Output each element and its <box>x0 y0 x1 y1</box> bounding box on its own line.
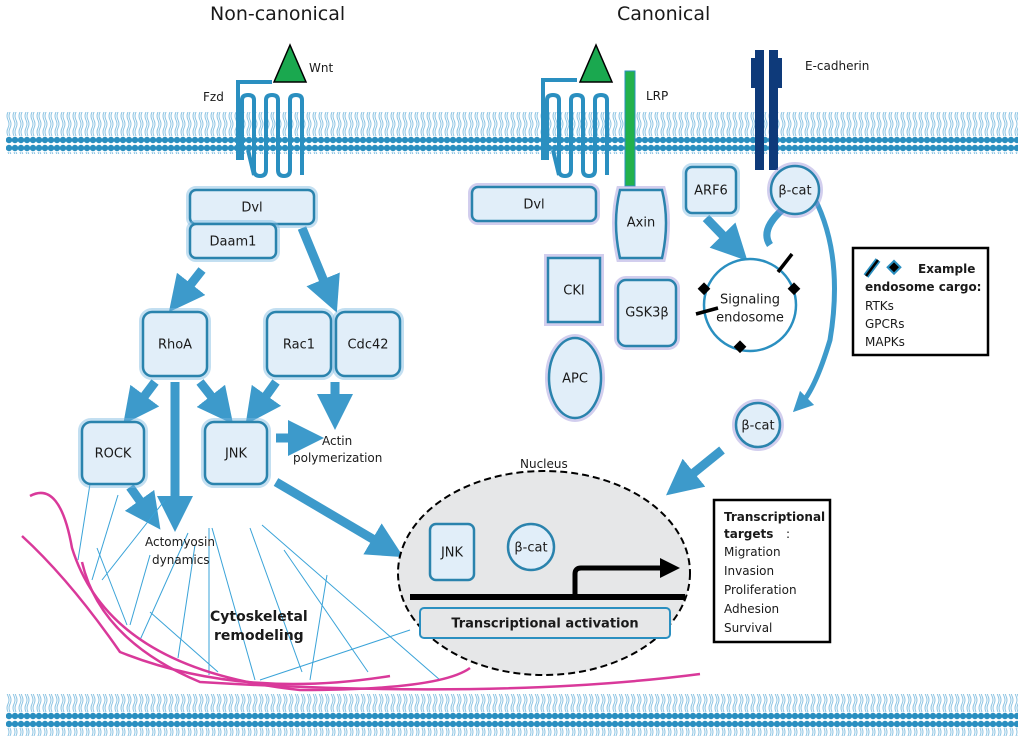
node-arf6: ARF6 <box>682 163 740 217</box>
node-bcat-membrane: β-cat <box>767 162 823 218</box>
svg-text:Daam1: Daam1 <box>210 235 257 250</box>
lrp-label: LRP <box>646 89 668 103</box>
svg-text:GPCRs: GPCRs <box>865 317 905 331</box>
node-jnk: JNK <box>201 418 271 488</box>
arrow-bcat-release <box>792 188 837 413</box>
arrow-jnk-nucleus <box>273 478 404 558</box>
cytoskeletal-label-2: remodeling <box>214 628 304 644</box>
node-bcat-cytoplasm: β-cat <box>732 399 784 451</box>
title-noncanonical: Non-canonical <box>210 3 345 25</box>
svg-text:targets: targets <box>724 527 773 541</box>
svg-text:ARF6: ARF6 <box>694 184 728 199</box>
fzd-receptor-canonical <box>541 78 609 179</box>
svg-text:Transcriptional: Transcriptional <box>724 510 825 524</box>
svg-text:JNK: JNK <box>440 546 464 561</box>
arrow-dvl-rac1 <box>297 226 340 313</box>
svg-text:β-cat: β-cat <box>741 419 774 434</box>
noncanonical-arrows <box>123 226 404 558</box>
svg-text:JNK: JNK <box>224 447 248 462</box>
svg-text:MAPKs: MAPKs <box>865 335 905 349</box>
svg-text:endosome cargo:: endosome cargo: <box>865 280 981 294</box>
nucleus-bcat: β-cat <box>506 522 556 572</box>
svg-text:endosome: endosome <box>716 311 784 326</box>
svg-text:RhoA: RhoA <box>158 338 192 353</box>
node-apc: APC <box>545 334 605 422</box>
arrow-rac1-jnk <box>245 379 282 425</box>
plasma-membrane-bottom <box>6 694 1018 736</box>
svg-text:GSK3β: GSK3β <box>625 306 668 321</box>
svg-text:Signaling: Signaling <box>720 293 780 308</box>
svg-text:RTKs: RTKs <box>865 299 894 313</box>
svg-text:ROCK: ROCK <box>95 447 132 462</box>
e-cadherin-receptor <box>751 50 782 170</box>
node-rock: ROCK <box>78 418 148 488</box>
arrow-rhoa-jnk <box>196 379 234 425</box>
signaling-endosome: Signaling endosome <box>695 252 801 354</box>
wnt-ligand-noncanonical <box>272 43 308 83</box>
canonical-arrows <box>666 188 837 496</box>
node-cdc42: Cdc42 <box>332 308 404 380</box>
arrow-rhoa-rock <box>123 379 160 425</box>
arrow-arf6-endosome <box>702 214 748 261</box>
fzd-receptor-noncanonical <box>236 80 304 179</box>
legend-transcriptional-targets: Transcriptional targets : Migration Inva… <box>712 498 832 644</box>
arc-bcat-endosome <box>763 207 785 247</box>
arrow-daam1-rhoa <box>168 267 206 313</box>
svg-text:Adhesion: Adhesion <box>724 602 779 616</box>
plasma-membrane-top <box>6 112 1018 154</box>
actomyosin-label-1: Actomyosin <box>145 535 215 549</box>
fzd-label: Fzd <box>203 90 224 104</box>
diamond-legend-icon <box>886 259 902 276</box>
node-axin: Axin <box>612 186 670 262</box>
svg-text:CKI: CKI <box>563 284 584 299</box>
node-rhoa: RhoA <box>139 308 211 380</box>
svg-text:Axin: Axin <box>627 216 655 231</box>
node-cki: CKI <box>544 254 604 326</box>
title-canonical: Canonical <box>617 3 710 25</box>
nucleus: Nucleus JNK β-cat Transcriptional activa… <box>397 457 691 676</box>
node-dvl-canonical: Dvl <box>468 183 600 225</box>
node-daam1: Daam1 <box>186 220 280 262</box>
actin-fibers <box>21 491 701 692</box>
svg-text:APC: APC <box>562 372 588 387</box>
rtk-cargo-icon <box>695 306 719 316</box>
node-rac1: Rac1 <box>263 308 335 380</box>
svg-text:Rac1: Rac1 <box>283 338 315 353</box>
rtk-cargo-icon <box>776 252 794 274</box>
svg-text:Dvl: Dvl <box>241 201 262 216</box>
svg-text:β-cat: β-cat <box>514 541 547 556</box>
cytoskeleton-filaments <box>77 483 441 681</box>
wnt-ligand-canonical <box>578 43 614 83</box>
wnt-label: Wnt <box>309 61 333 75</box>
actin-polymerization-label-2: polymerization <box>293 451 382 465</box>
nucleus-label: Nucleus <box>520 457 568 471</box>
nucleus-jnk: JNK <box>428 522 476 582</box>
actomyosin-label-2: dynamics <box>152 553 210 567</box>
lrp-receptor <box>624 70 636 187</box>
svg-text:β-cat: β-cat <box>778 184 811 199</box>
cytoskeletal-label-1: Cytoskeletal <box>210 609 308 625</box>
svg-text:Example: Example <box>918 262 975 276</box>
svg-text:Invasion: Invasion <box>724 564 774 578</box>
svg-text:Migration: Migration <box>724 545 781 559</box>
actin-polymerization-label-1: Actin <box>322 434 352 448</box>
svg-text:Survival: Survival <box>724 621 772 635</box>
svg-text:Proliferation: Proliferation <box>724 583 797 597</box>
node-gsk3b: GSK3β <box>614 276 680 350</box>
svg-text:Transcriptional activation: Transcriptional activation <box>451 617 638 632</box>
arrow-bcat-nucleus <box>666 446 725 496</box>
arrow-rock-actomyosin <box>124 484 161 530</box>
rtk-legend-icon-core <box>865 259 879 277</box>
e-cadherin-label: E-cadherin <box>805 59 869 73</box>
svg-text::: : <box>786 527 790 541</box>
node-dvl-noncanonical: Dvl <box>186 186 318 228</box>
legend-endosome-cargo: Example endosome cargo: RTKs GPCRs MAPKs <box>851 246 990 357</box>
transcription-start-arrow-icon <box>572 558 680 594</box>
svg-text:Cdc42: Cdc42 <box>347 338 388 353</box>
transcriptional-activation-box: Transcriptional activation <box>419 607 671 639</box>
svg-text:Dvl: Dvl <box>523 198 544 213</box>
